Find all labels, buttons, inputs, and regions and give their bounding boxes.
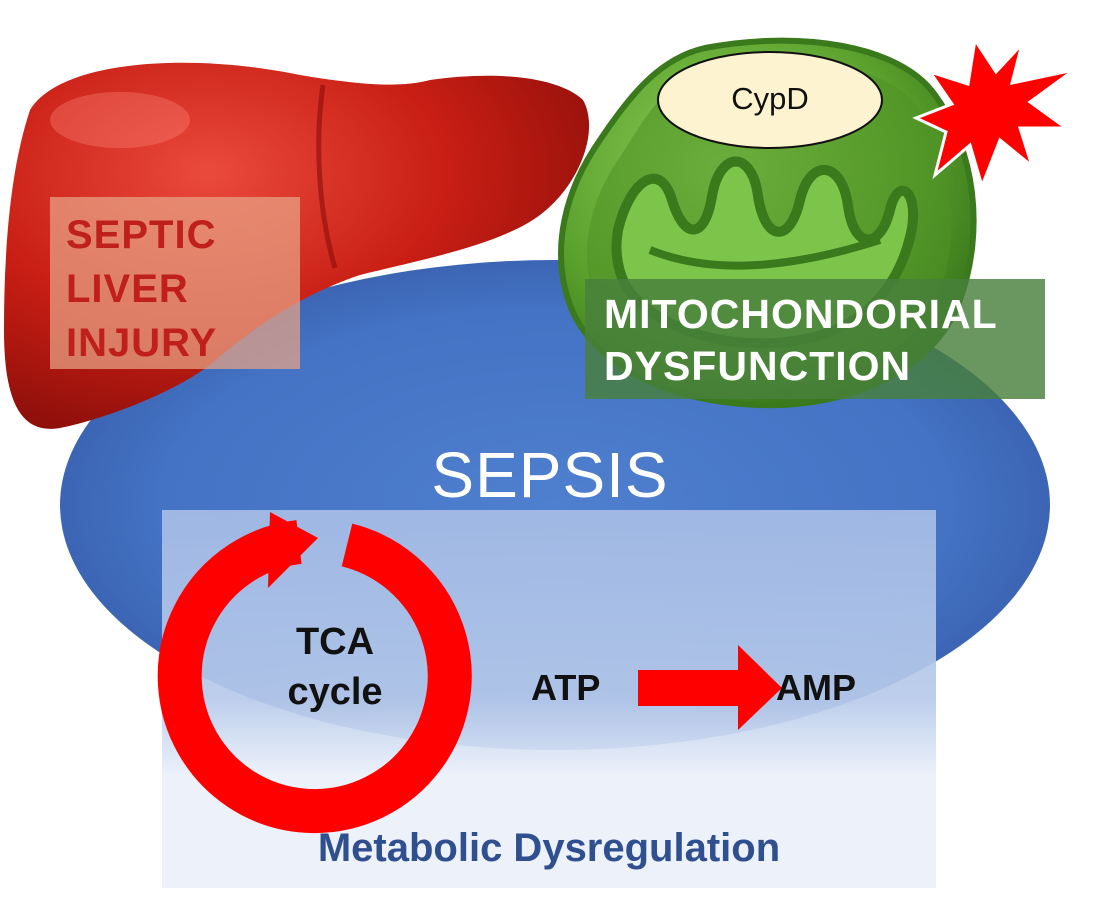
flow-arrow-icon bbox=[638, 645, 782, 730]
cypd-label: CypD bbox=[731, 81, 809, 116]
metabolic-label: Metabolic Dysregulation bbox=[317, 826, 781, 870]
cycle-arrow-icon bbox=[157, 512, 472, 834]
mito-label: MITOCHONDORIAL DYSFUNCTION bbox=[604, 291, 998, 389]
tca-label: TCA cycle bbox=[287, 621, 383, 713]
sepsis-label: SEPSIS bbox=[431, 439, 669, 511]
mito-label-box bbox=[585, 279, 1045, 399]
liver-label: SEPTIC LIVER INJURY bbox=[66, 213, 218, 365]
cypd-bubble bbox=[657, 51, 883, 149]
red-burst-icon bbox=[912, 35, 1075, 191]
amp-label: AMP bbox=[776, 667, 856, 708]
atp-label: ATP bbox=[531, 667, 601, 708]
liver-label-box bbox=[50, 197, 300, 369]
